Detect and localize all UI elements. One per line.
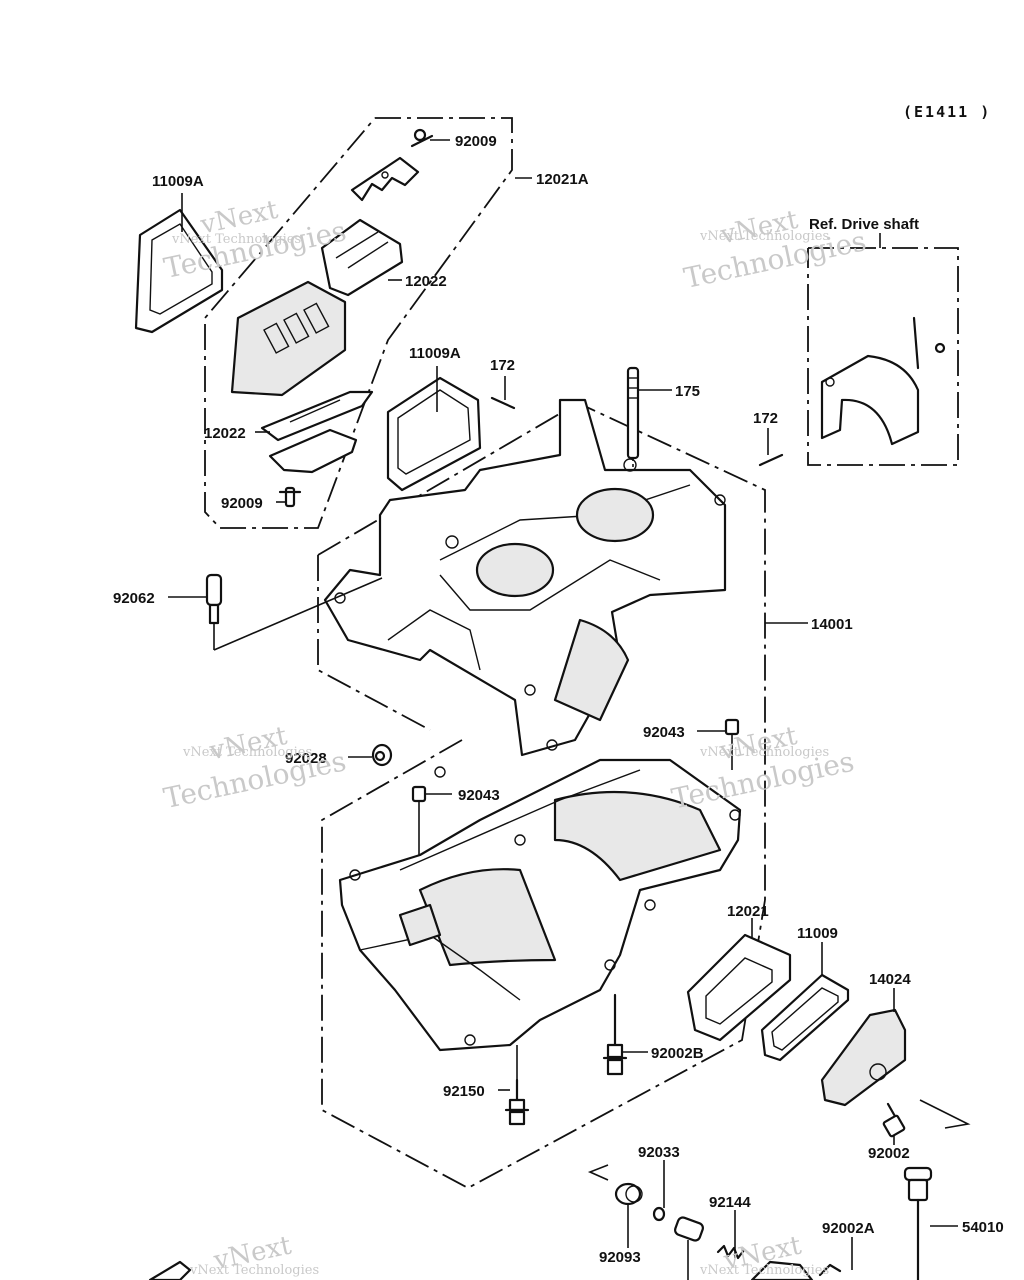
label-12021: 12021 — [727, 903, 769, 920]
label-92028: 92028 — [285, 750, 327, 767]
screw-92009-top-icon — [410, 128, 434, 148]
label-92043-left: 92043 — [458, 787, 500, 804]
label-92144: 92144 — [709, 1194, 751, 1211]
label-172-left: 172 — [490, 357, 515, 374]
gasket-11009A-mid — [386, 376, 482, 492]
reed-petal-top — [320, 218, 404, 297]
cover-12021 — [686, 933, 792, 1042]
label-92033: 92033 — [638, 1144, 680, 1161]
drive-shaft-ref-boundary — [807, 247, 959, 466]
label-54010: 54010 — [962, 1219, 1004, 1236]
watermark-caption-mid-right: vNext Technologies — [699, 745, 829, 760]
bolt-92150-icon — [504, 1045, 530, 1126]
label-12022-bottom: 12022 — [204, 425, 246, 442]
reed-valve-group-boundary — [204, 117, 513, 529]
upper-crankcase — [323, 398, 727, 757]
label-12022-top: 12022 — [405, 273, 447, 290]
watermark-mid-right: vNext Technologies — [669, 721, 857, 816]
leader-lines — [168, 139, 958, 1248]
cover-14024 — [820, 1008, 907, 1107]
direction-arrows — [587, 1099, 971, 1181]
corner-part-icon — [148, 1260, 192, 1280]
stud-172-left-icon — [490, 396, 516, 410]
reed-valve-stopper-top — [350, 156, 420, 202]
watermark-mid-left: vNext Technologies — [161, 721, 349, 815]
plug-92028-icon — [371, 743, 393, 767]
diagram-code: (E1411 ) — [903, 103, 991, 121]
nipple-92062-icon — [205, 573, 383, 651]
screw-92009-bottom-icon — [278, 486, 302, 508]
oring-92033-icon — [652, 1206, 666, 1222]
label-11009A-left: 11009A — [152, 173, 204, 190]
label-14001: 14001 — [811, 616, 853, 633]
label-92150: 92150 — [443, 1083, 485, 1100]
stud-172-right-icon — [758, 453, 784, 467]
watermark-caption-bottom-left: vNext Technologies — [189, 1263, 319, 1278]
reed-stopper-bottom — [268, 428, 358, 474]
label-92009-top: 92009 — [455, 133, 497, 150]
fitting-icon — [674, 1216, 704, 1280]
gasket-11009A-left — [134, 208, 224, 334]
dipstick-54010-icon — [903, 1166, 933, 1280]
bolt-92002A-icon — [818, 1240, 853, 1277]
bolt-92002B-icon — [602, 993, 628, 1076]
label-92002: 92002 — [868, 1145, 910, 1162]
label-12021A: 12021A — [536, 171, 589, 188]
label-11009A-mid: 11009A — [409, 345, 461, 362]
plug-92093-icon — [614, 1182, 643, 1206]
upper-crankcase-boundary — [317, 401, 766, 900]
watermark-caption-bottom-right: vNext Technologies — [699, 1263, 829, 1278]
stud-175-icon — [626, 366, 640, 468]
label-92002A: 92002A — [822, 1220, 875, 1237]
spring-92144-icon — [716, 1238, 746, 1260]
label-92009-bottom: 92009 — [221, 495, 263, 512]
label-172-right: 172 — [753, 410, 778, 427]
label-92002B: 92002B — [651, 1045, 704, 1062]
reed-valve-body — [230, 280, 347, 397]
lower-crankcase-boundary — [321, 739, 766, 1190]
bolt-92002-icon — [882, 1102, 906, 1138]
watermark-caption-mid-left: vNext Technologies — [182, 745, 312, 760]
drive-shaft-cover — [820, 316, 946, 446]
dowel-92043-right-icon — [724, 718, 740, 770]
label-14024: 14024 — [869, 971, 911, 988]
bracket-bottom-icon — [750, 1260, 814, 1280]
label-92043-right: 92043 — [643, 724, 685, 741]
watermark-caption-top-left: vNext Technologies — [171, 232, 301, 247]
label-92062: 92062 — [113, 590, 155, 607]
ref-drive-shaft-label: Ref. Drive shaft — [809, 216, 919, 233]
lower-crankcase — [338, 758, 742, 1052]
label-175: 175 — [675, 383, 700, 400]
label-11009: 11009 — [797, 925, 838, 942]
watermark-caption-top-right: vNext Technologies — [699, 229, 829, 244]
reed-petal-bottom — [260, 390, 374, 442]
label-92093: 92093 — [599, 1249, 641, 1266]
